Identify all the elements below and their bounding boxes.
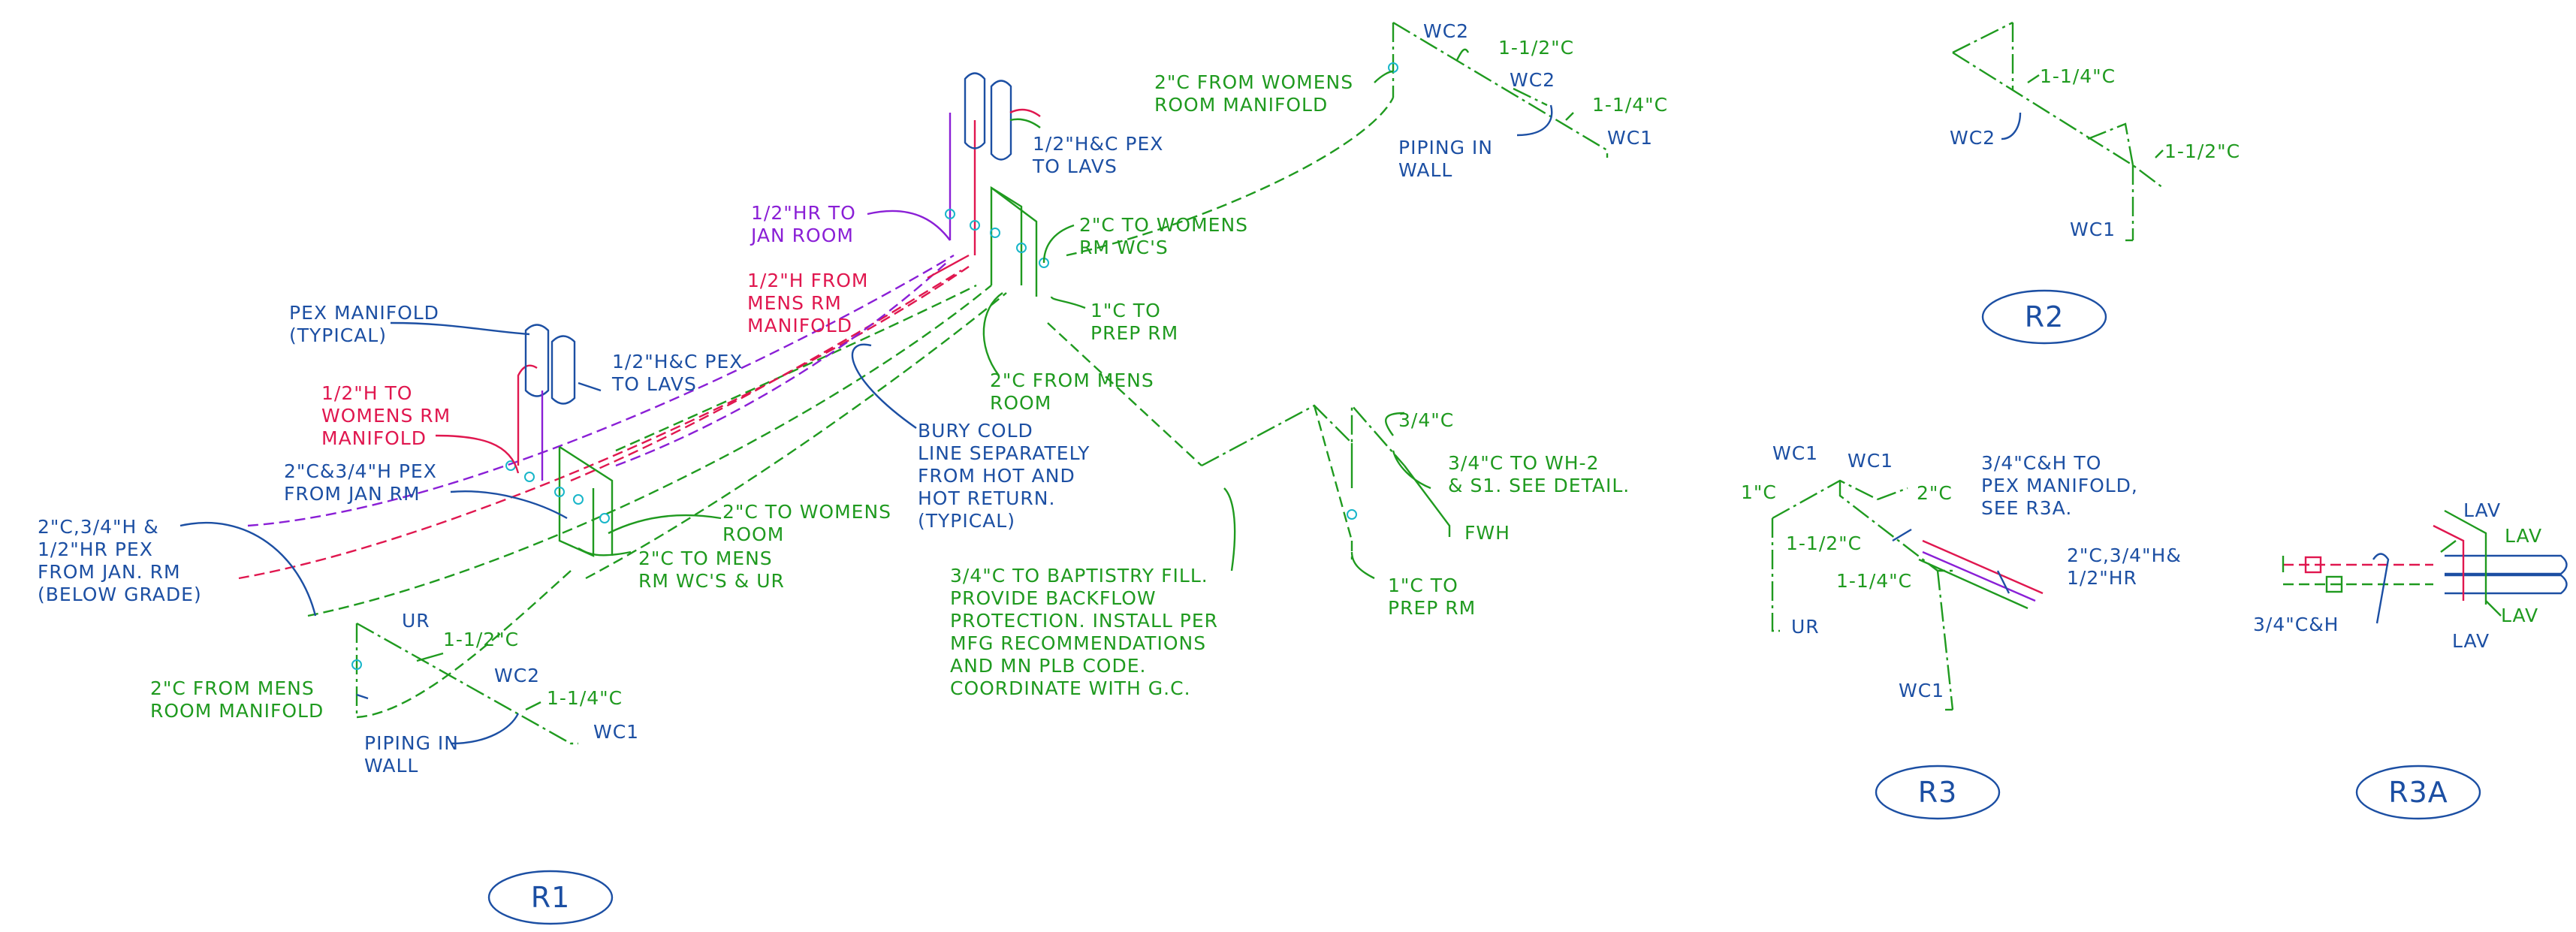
r3-label-wc1-b: WC1 [1848,450,1893,472]
r3a-label-ch: 3/4"C&H [2253,614,2339,635]
r3-label-mixed: 2"C,3/4"H& 1/2"HR [2067,544,2188,589]
r3a-diagram: LAV LAV LAV LAV 3/4"C&H [2253,499,2568,652]
label-size-112-top: 1-1/2"C [1498,37,1574,59]
label-prep-rm-bottom: 1"C TO PREP RM [1388,575,1476,619]
r3-diagram: WC1 WC1 1"C 2"C 3/4"C&H TO PEX MANIFOLD,… [1741,442,2188,711]
tag-r3a: R3A [2388,776,2448,809]
r3a-label-lav-2: LAV [2505,525,2542,547]
label-baptistry: 3/4"C TO BAPTISTRY FILL. PROVIDE BACKFLO… [950,565,1225,699]
label-h-to-womens: 1/2"H TO WOMENS RM MANIFOLD [321,382,457,449]
r3a-label-lav-4: LAV [2452,630,2490,652]
label-size-114-top: 1-1/4"C [1592,94,1668,116]
label-ur: UR [402,610,430,632]
tag-r1: R1 [531,881,571,914]
label-from-mens-manifold: 2"C FROM MENS ROOM MANIFOLD [150,677,324,722]
label-size-114: 1-1/4"C [547,687,623,709]
label-bury-cold: BURY COLD LINE SEPARATELY FROM HOT AND H… [918,420,1096,532]
label-wh2: 3/4"C TO WH-2 & S1. SEE DETAIL. [1448,452,1630,496]
r3-label-wc1-bottom: WC1 [1899,680,1944,701]
r3-label-pex-manifold: 3/4"C&H TO PEX MANIFOLD, SEE R3A. [1981,452,2145,519]
valve-markers [351,62,1398,670]
r3-label-ur: UR [1791,616,1820,638]
r1-piping [238,21,1609,745]
r3-label-size-2: 2"C [1917,482,1953,504]
label-wc1: WC1 [593,721,639,743]
tag-r3-ellipse [1875,765,2001,820]
r3a-label-lav-3: LAV [2501,605,2538,626]
label-to-womens-wcs: 2"C TO WOMENS RM WC'S [1079,214,1255,258]
label-wc2: WC2 [494,665,540,686]
label-size-34: 3/4"C [1398,409,1454,431]
label-pex-manifold: PEX MANIFOLD (TYPICAL) [289,302,446,346]
label-wc2-top-b: WC2 [1510,69,1555,91]
tag-r2-ellipse [1981,289,2107,345]
r3-label-wc1-a: WC1 [1772,442,1818,464]
label-pex-lavs-top: 1/2"H&C PEX TO LAVS [1032,133,1170,177]
label-from-jan-rm: 2"C&3/4"H PEX FROM JAN RM [284,460,444,505]
label-hr-jan-room: 1/2"HR TO JAN ROOM [750,202,863,246]
label-to-mens-wcs: 2"C TO MENS RM WC'S & UR [638,547,785,592]
tag-r3a-ellipse [2355,765,2481,820]
riser-tags: R1 R2 R3 R3A [487,289,2481,925]
r1-labels: PEX MANIFOLD (TYPICAL) 1/2"H&C PEX TO LA… [38,20,1668,777]
leader-lines [179,48,1574,745]
label-below-grade: 2"C,3/4"H & 1/2"HR PEX FROM JAN. RM (BEL… [38,516,202,605]
r3-label-size-114: 1-1/4"C [1836,570,1912,592]
label-wc1-top: WC1 [1607,127,1653,149]
tag-r3: R3 [1918,776,1958,809]
r3a-label-lav-1: LAV [2463,499,2501,521]
r3-label-size-112: 1-1/2"C [1786,532,1862,554]
tag-r1-ellipse [487,870,614,925]
label-to-womens-room: 2"C TO WOMENS ROOM [722,501,898,545]
label-prep-rm-top: 1"C TO PREP RM [1090,300,1178,344]
r2-label-wc1: WC1 [2070,219,2116,240]
r2-diagram: 1-1/4"C WC2 1-1/2"C WC1 [1950,21,2240,242]
label-pex-lavs-left: 1/2"H&C PEX TO LAVS [611,351,750,395]
label-wc2-top-a: WC2 [1423,20,1469,42]
label-from-mens-room: 2"C FROM MENS ROOM [990,369,1161,414]
r3-label-size-1: 1"C [1741,481,1777,503]
label-piping-wall: PIPING IN WALL [364,732,466,777]
label-from-womens-manifold: 2"C FROM WOMENS ROOM MANIFOLD [1154,71,1360,116]
label-piping-wall-top: PIPING IN WALL [1398,137,1500,181]
r2-label-size-114: 1-1/4"C [2040,65,2116,87]
r2-label-size-112: 1-1/2"C [2164,140,2240,162]
r2-label-wc2: WC2 [1950,127,1995,149]
label-h-from-mens: 1/2"H FROM MENS RM MANIFOLD [747,270,875,336]
tag-r2: R2 [2025,300,2065,333]
label-fwh: FWH [1464,522,1510,544]
label-size-112: 1-1/2"C [443,629,519,650]
